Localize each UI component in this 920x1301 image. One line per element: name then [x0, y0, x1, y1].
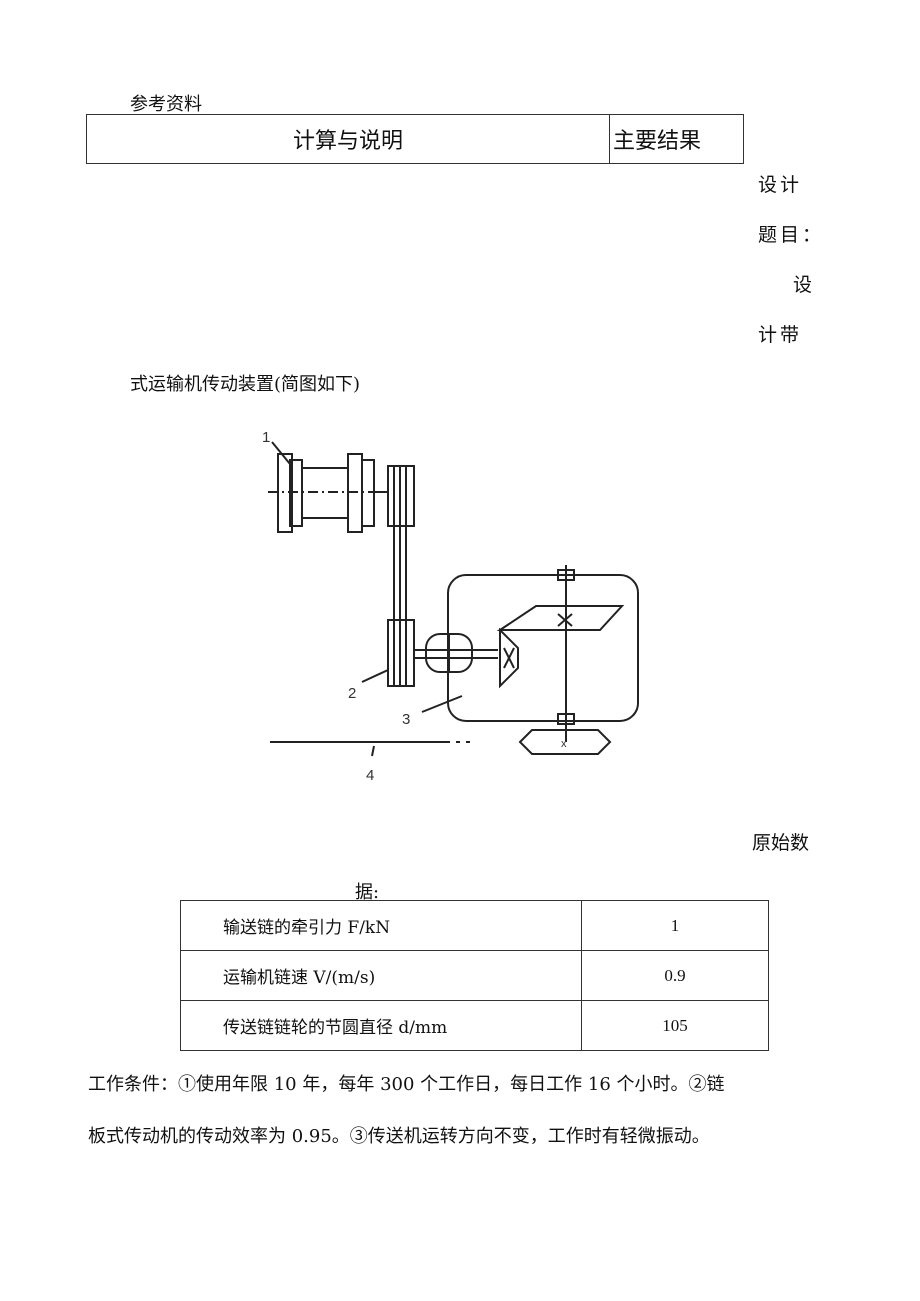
header-main-results: 主要结果	[613, 129, 702, 154]
row-label: 传送链链轮的节圆直径 d/mm	[180, 1000, 582, 1051]
intro-text: 式运输机传动装置(简图如下)	[130, 374, 361, 395]
figure-label-3: 3	[402, 711, 410, 728]
side-text-3: 设	[793, 274, 816, 296]
table-row: 运输机链速 V/(m/s) 0.9	[180, 950, 769, 1001]
row-value: 1	[581, 900, 769, 951]
figure-label-4: 4	[366, 767, 374, 784]
original-data-table: 输送链的牵引力 F/kN 1 运输机链速 V/(m/s) 0.9 传送链链轮的节…	[180, 900, 769, 1051]
side-text-2: 题目：	[758, 224, 825, 246]
row-value: 0.9	[581, 950, 769, 1001]
sprocket-mark: x	[561, 738, 567, 750]
table-row: 传送链链轮的节圆直径 d/mm 105	[180, 1000, 769, 1051]
side-text-4: 计带	[758, 324, 803, 346]
row-label: 运输机链速 V/(m/s)	[180, 950, 582, 1001]
original-data-label-cont: 据:	[355, 882, 380, 903]
figure-label-2: 2	[348, 685, 356, 702]
row-label: 输送链的牵引力 F/kN	[180, 900, 582, 951]
figure-label-1: 1	[262, 429, 270, 446]
results-header-table: 计算与说明 主要结果	[86, 114, 744, 164]
conditions-line-2: 板式传动机的传动效率为 0.95。③传送机运转方向不变，工作时有轻微振动。	[88, 1126, 710, 1147]
conditions-line-1: 工作条件：①使用年限 10 年，每年 300 个工作日，每日工作 16 个小时。…	[88, 1074, 725, 1095]
original-data-label: 原始数	[752, 832, 810, 854]
header-calc-desc: 计算与说明	[87, 115, 610, 163]
page-header: 参考资料	[130, 94, 202, 115]
side-text-1: 设计	[758, 174, 803, 196]
transmission-diagram: 1 2 3 4 x	[262, 429, 639, 784]
row-value: 105	[581, 1000, 769, 1051]
table-row: 输送链的牵引力 F/kN 1	[180, 900, 769, 951]
